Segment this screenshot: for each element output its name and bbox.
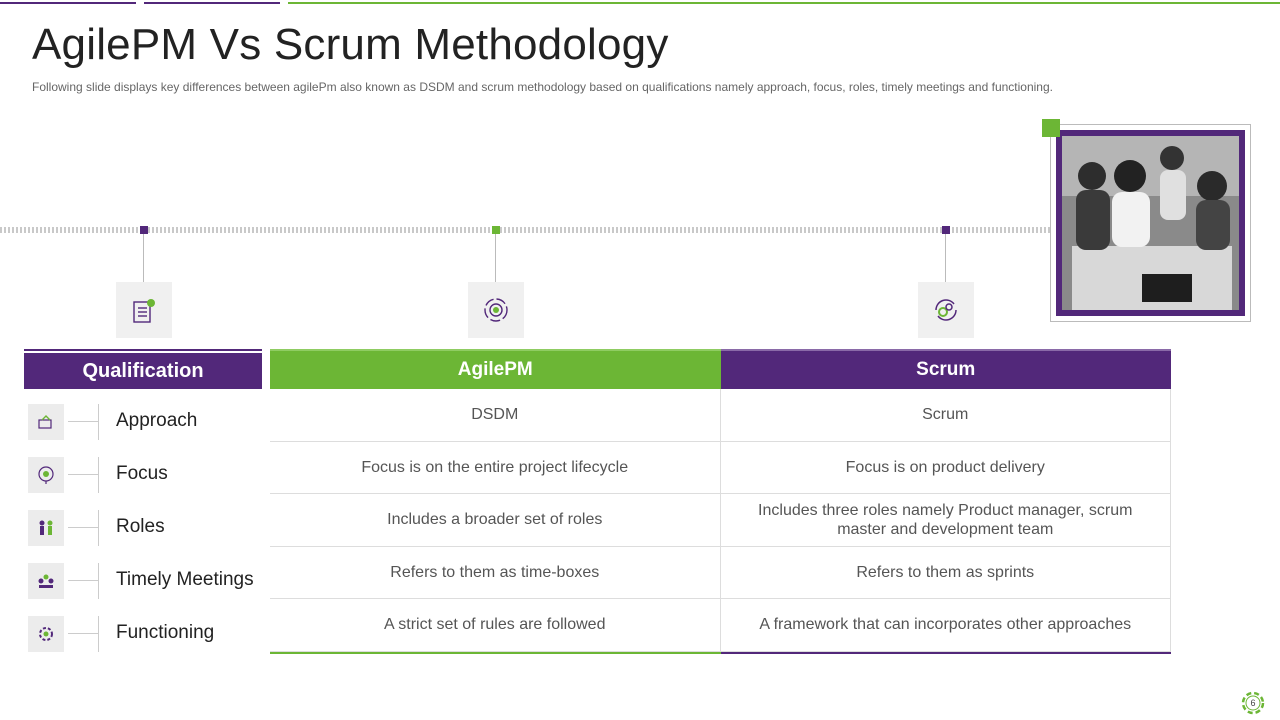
page-number-badge: 6 [1236, 688, 1270, 718]
agilepm-footer-line [270, 651, 721, 654]
slide-subtitle: Following slide displays key differences… [32, 80, 1053, 94]
qualification-item-focus: Focus [28, 455, 268, 495]
qualification-label: Functioning [116, 622, 215, 643]
timeline-node-2 [492, 226, 500, 234]
timeline-connector-3 [945, 234, 946, 282]
timeline-connector-2 [495, 234, 496, 282]
qualification-connector [68, 474, 98, 475]
top-accent-line-3 [288, 2, 1280, 4]
qualification-separator [98, 510, 99, 546]
qualification-item-timely-meetings: Timely Meetings [28, 561, 268, 601]
functioning-icon [28, 616, 64, 652]
timeline-dashed-line [0, 227, 1052, 233]
qualification-item-approach: Approach [28, 402, 268, 442]
meetings-icon [28, 563, 64, 599]
agilepm-cell: A strict set of rules are followed [384, 616, 606, 634]
gear-cycle-icon [918, 282, 974, 338]
top-accent-line-1 [0, 2, 136, 4]
agilepm-cell: Includes a broader set of roles [387, 511, 603, 529]
page-number: 6 [1250, 698, 1256, 708]
qualification-connector [68, 421, 98, 422]
scrum-cell: Focus is on product delivery [719, 441, 1171, 493]
table-header-row: AgilePM Scrum [270, 349, 1171, 389]
team-photo-frame [1050, 124, 1251, 322]
slide-title: AgilePM Vs Scrum Methodology [32, 20, 669, 69]
top-accent-line-2 [144, 2, 280, 4]
table-row: Refers to them as time-boxes Refers to t… [270, 546, 1171, 599]
qualification-label: Timely Meetings [116, 569, 254, 590]
roles-icon [28, 510, 64, 546]
agilepm-column-header: AgilePM [270, 349, 721, 389]
timeline-node-1 [140, 226, 148, 234]
qualification-item-roles: Roles [28, 508, 268, 548]
table-footer-line [270, 651, 1171, 654]
scrum-cell: Scrum [719, 389, 1171, 441]
scrum-cell: Refers to them as sprints [719, 546, 1171, 598]
qualification-label: Approach [116, 410, 198, 431]
gear-icon [1241, 691, 1265, 715]
team-photo [1056, 130, 1245, 316]
scrum-footer-line [720, 651, 1171, 654]
scrum-cell: A framework that can incorporates other … [719, 599, 1171, 651]
timeline-connector-1 [143, 234, 144, 282]
approach-icon [28, 404, 64, 440]
target-cycle-icon [468, 282, 524, 338]
agilepm-cell: Refers to them as time-boxes [390, 563, 600, 581]
photo-accent-square [1042, 119, 1060, 137]
qualification-header: Qualification [24, 349, 262, 391]
focus-icon [28, 457, 64, 493]
qualification-label: Focus [116, 463, 168, 484]
agilepm-cell: DSDM [471, 406, 519, 424]
table-row: A strict set of rules are followed A fra… [270, 599, 1171, 652]
table-row: DSDM Scrum [270, 389, 1171, 442]
qualification-separator [98, 457, 99, 493]
table-row: Includes a broader set of roles Includes… [270, 494, 1171, 547]
scrum-column-header: Scrum [720, 349, 1171, 389]
qualification-connector [68, 580, 98, 581]
checklist-icon [116, 282, 172, 338]
qualification-connector [68, 527, 98, 528]
qualification-item-functioning: Functioning [28, 614, 268, 654]
qualification-separator [98, 404, 99, 440]
table-row: Focus is on the entire project lifecycle… [270, 441, 1171, 494]
qualification-separator [98, 563, 99, 599]
agilepm-cell: Focus is on the entire project lifecycle [361, 458, 629, 476]
timeline-node-3 [942, 226, 950, 234]
scrum-cell: Includes three roles namely Product mana… [719, 494, 1171, 546]
comparison-table: AgilePM Scrum DSDM Scrum Focus is on the… [270, 349, 1171, 654]
qualification-label: Roles [116, 516, 165, 537]
qualification-separator [98, 616, 99, 652]
qualification-connector [68, 633, 98, 634]
